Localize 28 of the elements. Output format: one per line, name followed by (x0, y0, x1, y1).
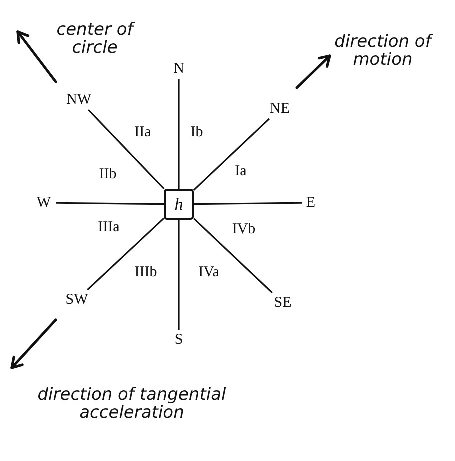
spoke-line (56, 202, 164, 206)
sector-label: IIIa (98, 220, 120, 236)
compass-label: W (33, 194, 55, 212)
spoke-line (178, 220, 180, 330)
spoke-line (87, 218, 165, 291)
compass-label: SE (269, 294, 297, 312)
point-box: h (164, 189, 194, 220)
compass-label: E (303, 194, 319, 212)
sector-label: IIb (99, 166, 117, 184)
handwritten-note: direction of motion (334, 34, 434, 70)
compass-label: NE (266, 100, 294, 118)
handwritten-note: center of circle (56, 22, 136, 58)
compass-label: SW (62, 291, 92, 309)
sector-label: IVa (198, 264, 220, 282)
sector-label: Ib (190, 124, 204, 142)
spoke-line (194, 202, 302, 206)
spoke-line (178, 79, 180, 189)
sector-label: Ia (235, 164, 247, 180)
sector-label: IVb (232, 222, 256, 238)
spoke-line (88, 109, 165, 190)
handwritten-note: direction of tangential acceleration (36, 387, 228, 423)
spoke-line (193, 218, 273, 294)
spoke-line (193, 118, 270, 191)
sector-label: IIIb (134, 264, 158, 282)
compass-label: N (171, 60, 187, 78)
compass-label: NW (62, 91, 96, 109)
compass-label: S (171, 331, 187, 349)
sector-label: IIa (134, 124, 152, 142)
